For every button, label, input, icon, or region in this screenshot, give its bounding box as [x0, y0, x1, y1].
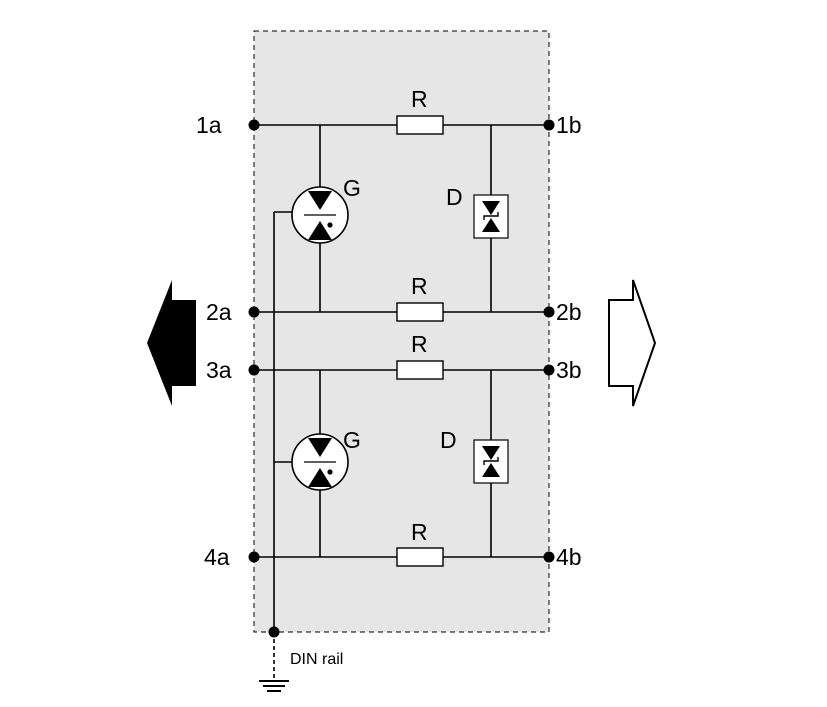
resistor-label-2: R — [411, 273, 428, 299]
resistor-4 — [396, 547, 444, 567]
diode-label-2: D — [440, 427, 457, 453]
terminal-label-3a: 3a — [206, 357, 232, 383]
resistor-label-1: R — [411, 86, 428, 112]
terminal-label-3b: 3b — [556, 357, 582, 383]
resistor-2 — [396, 302, 444, 322]
right-direction-arrow — [608, 279, 657, 407]
suppressor-diode-2 — [473, 439, 509, 484]
terminal-label-2a: 2a — [206, 299, 232, 325]
terminal-label-2b: 2b — [556, 299, 582, 325]
gas-discharge-tube-1 — [291, 186, 349, 244]
resistor-3 — [396, 360, 444, 380]
left-direction-arrow — [147, 280, 196, 406]
diode-label-1: D — [446, 184, 463, 210]
terminal-label-4a: 4a — [204, 544, 230, 570]
resistor-1 — [396, 115, 444, 135]
terminal-label-1a: 1a — [196, 112, 222, 138]
gdt-label-2: G — [343, 427, 361, 453]
din-rail-label: DIN rail — [290, 651, 343, 668]
ground-icon — [259, 632, 289, 692]
terminal-label-4b: 4b — [556, 544, 582, 570]
suppressor-diode-1 — [473, 194, 509, 239]
terminal-label-1b: 1b — [556, 112, 582, 138]
resistor-label-4: R — [411, 519, 428, 545]
gas-discharge-tube-2 — [291, 433, 349, 491]
resistor-label-3: R — [411, 331, 428, 357]
gdt-label-1: G — [343, 175, 361, 201]
